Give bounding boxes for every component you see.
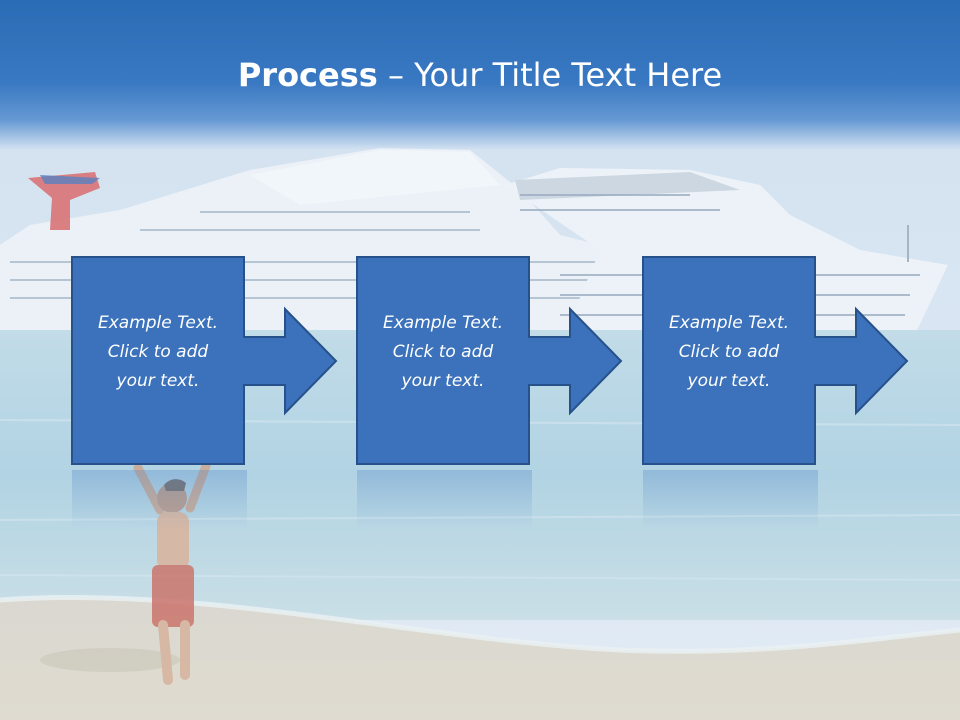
title-dash: – xyxy=(377,56,415,94)
step-2-line-2: Click to add xyxy=(392,342,494,362)
step-2-shape xyxy=(356,256,623,465)
step-1-line-3: your text. xyxy=(116,371,200,391)
step-3-line-1: Example Text. xyxy=(668,313,790,333)
step-2-line-1: Example Text. xyxy=(382,313,504,333)
child-on-beach xyxy=(40,461,211,685)
step-1-reflection xyxy=(72,470,247,530)
step-2-reflection xyxy=(357,470,532,530)
step-3-line-2: Click to add xyxy=(678,342,780,362)
step-1-text[interactable]: Example Text. Click to add your text. xyxy=(72,309,244,396)
process-step-1[interactable]: Example Text. Click to add your text. xyxy=(71,256,352,472)
title-bold: Process xyxy=(237,56,378,94)
step-3-shape xyxy=(642,256,909,465)
step-3-text[interactable]: Example Text. Click to add your text. xyxy=(643,309,815,396)
step-3-line-3: your text. xyxy=(687,371,771,391)
slide-title[interactable]: Process – Your Title Text Here xyxy=(0,50,960,100)
step-1-shape xyxy=(71,256,338,465)
title-bar xyxy=(0,0,960,150)
title-rest: Your Title Text Here xyxy=(414,56,723,94)
process-step-2[interactable]: Example Text. Click to add your text. xyxy=(356,256,637,472)
process-step-3[interactable]: Example Text. Click to add your text. xyxy=(642,256,923,472)
step-1-line-2: Click to add xyxy=(107,342,209,362)
step-2-text[interactable]: Example Text. Click to add your text. xyxy=(357,309,529,396)
step-3-reflection xyxy=(643,470,818,530)
step-1-line-1: Example Text. xyxy=(97,313,219,333)
step-2-line-3: your text. xyxy=(401,371,485,391)
